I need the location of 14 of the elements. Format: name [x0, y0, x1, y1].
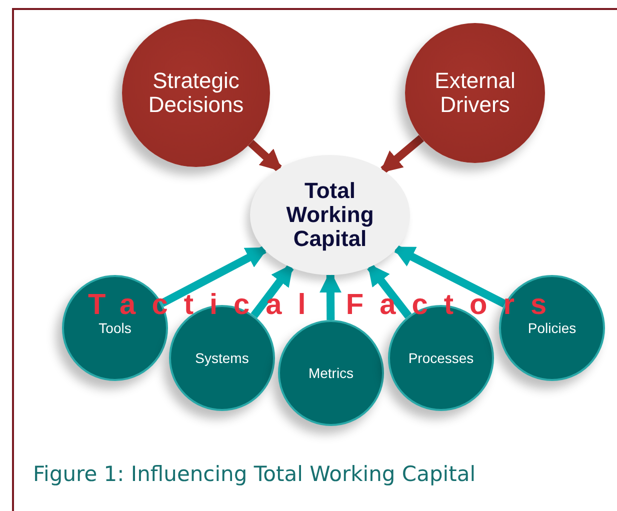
node-label: External Drivers: [434, 68, 516, 118]
figure-caption: Figure 1: Influencing Total Working Capital: [33, 462, 476, 486]
node-label: Metrics: [307, 365, 355, 381]
block-arrow: [248, 140, 282, 172]
block-arrow: [160, 246, 268, 307]
factor-circle: [278, 320, 384, 426]
node-label: Systems: [194, 350, 250, 366]
center-ellipse: [250, 155, 410, 275]
node-label: Strategic Decisions: [147, 68, 245, 118]
node-label: Policies: [526, 320, 578, 336]
node-label: Total Working Capital: [285, 178, 375, 252]
block-arrow: [380, 135, 424, 174]
node-label: Tools: [98, 320, 132, 336]
node-label: Processes: [407, 350, 475, 366]
